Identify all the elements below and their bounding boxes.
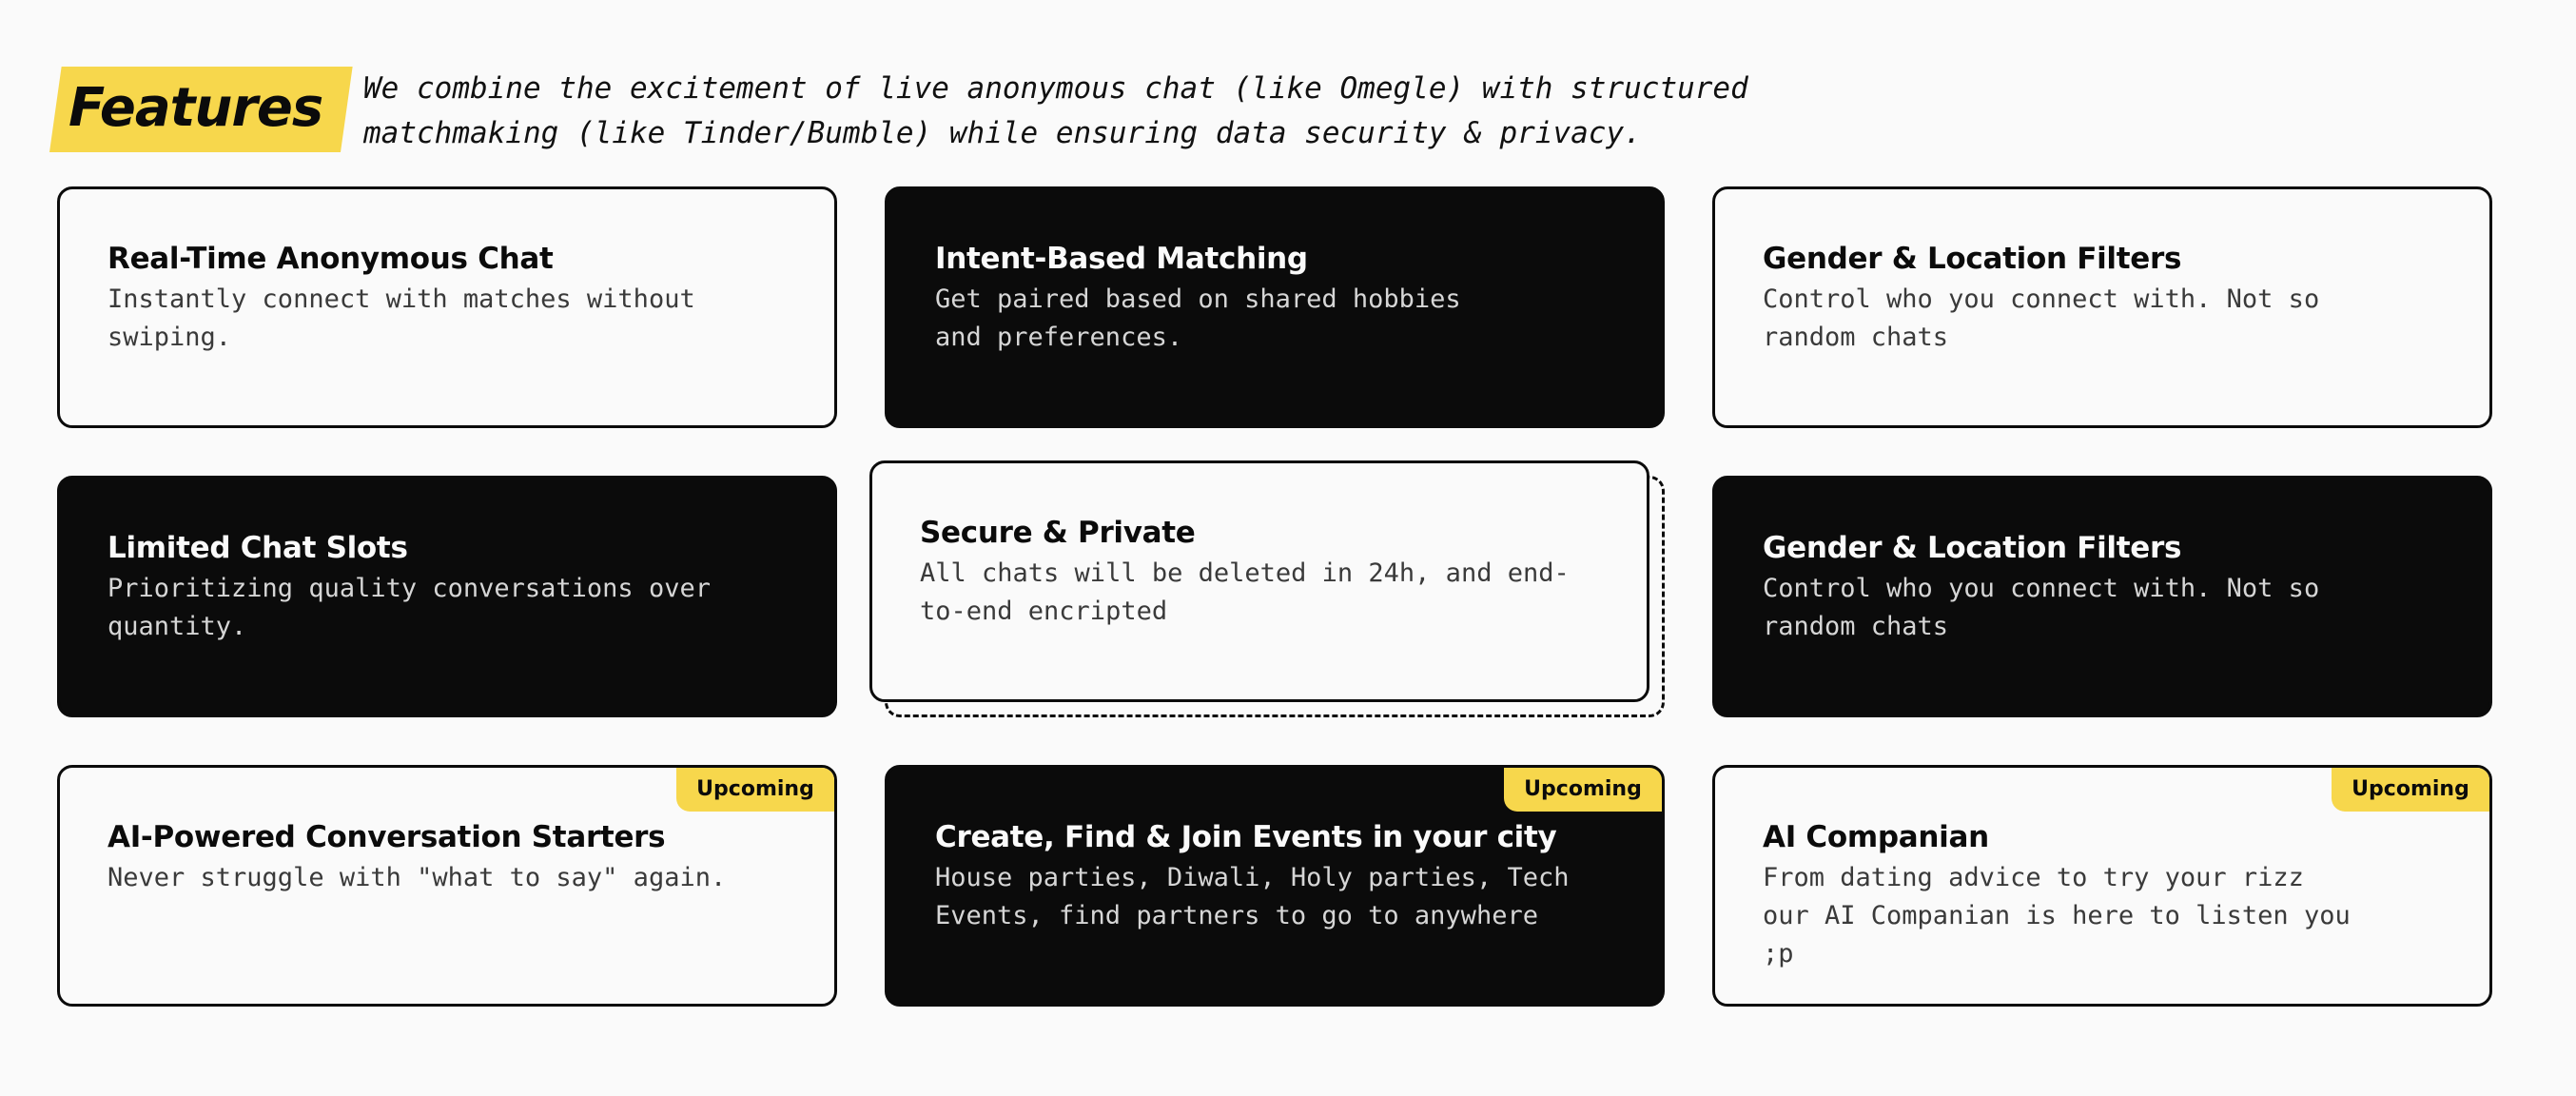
card-description: Instantly connect with matches without s…: [107, 284, 695, 352]
tagline-line-2: matchmaking (like Tinder/Bumble) while e…: [363, 116, 1642, 150]
feature-card-ai-conversation-starters[interactable]: Upcoming AI-Powered Conversation Starter…: [57, 765, 837, 1007]
card-title: AI-Powered Conversation Starters: [107, 820, 666, 854]
card-description: Control who you connect with. Not so ran…: [1763, 284, 2320, 352]
feature-card-realtime-chat[interactable]: Real-Time Anonymous Chat Instantly conne…: [57, 186, 837, 428]
tagline-line-1: We combine the excitement of live anonym…: [363, 71, 1748, 106]
upcoming-badge: Upcoming: [2332, 768, 2489, 812]
card-title: Create, Find & Join Events in your city: [935, 820, 1557, 854]
upcoming-badge: Upcoming: [1504, 768, 1662, 812]
card-title: Intent-Based Matching: [935, 242, 1308, 276]
page-title: Features: [68, 77, 323, 139]
card-description: From dating advice to try your rizz our …: [1763, 863, 2351, 969]
feature-card-secure-private[interactable]: Secure & Private All chats will be delet…: [869, 460, 1649, 702]
card-description: All chats will be deleted in 24h, and en…: [920, 558, 1570, 626]
card-title: AI Companian: [1763, 820, 1989, 854]
card-description: Control who you connect with. Not so ran…: [1763, 574, 2320, 641]
feature-card-intent-matching[interactable]: Intent-Based Matching Get paired based o…: [885, 186, 1665, 428]
card-title: Gender & Location Filters: [1763, 531, 2182, 565]
feature-card-ai-companian[interactable]: Upcoming AI Companian From dating advice…: [1712, 765, 2492, 1007]
tagline: We combine the excitement of live anonym…: [363, 67, 1748, 156]
card-description: Never struggle with "what to say" again.: [107, 863, 727, 892]
card-description: Prioritizing quality conversations over …: [107, 574, 711, 641]
feature-card-gender-location-filters[interactable]: Gender & Location Filters Control who yo…: [1712, 186, 2492, 428]
feature-card-limited-chat-slots[interactable]: Limited Chat Slots Prioritizing quality …: [57, 476, 837, 717]
card-description: House parties, Diwali, Holy parties, Tec…: [935, 863, 1570, 930]
card-title: Real-Time Anonymous Chat: [107, 242, 554, 276]
card-description: Get paired based on shared hobbies and p…: [935, 284, 1461, 352]
card-title: Gender & Location Filters: [1763, 242, 2182, 276]
feature-card-events[interactable]: Upcoming Create, Find & Join Events in y…: [885, 765, 1665, 1007]
upcoming-badge: Upcoming: [676, 768, 834, 812]
card-title: Limited Chat Slots: [107, 531, 408, 565]
feature-card-gender-location-filters-2[interactable]: Gender & Location Filters Control who yo…: [1712, 476, 2492, 717]
card-title: Secure & Private: [920, 516, 1196, 550]
